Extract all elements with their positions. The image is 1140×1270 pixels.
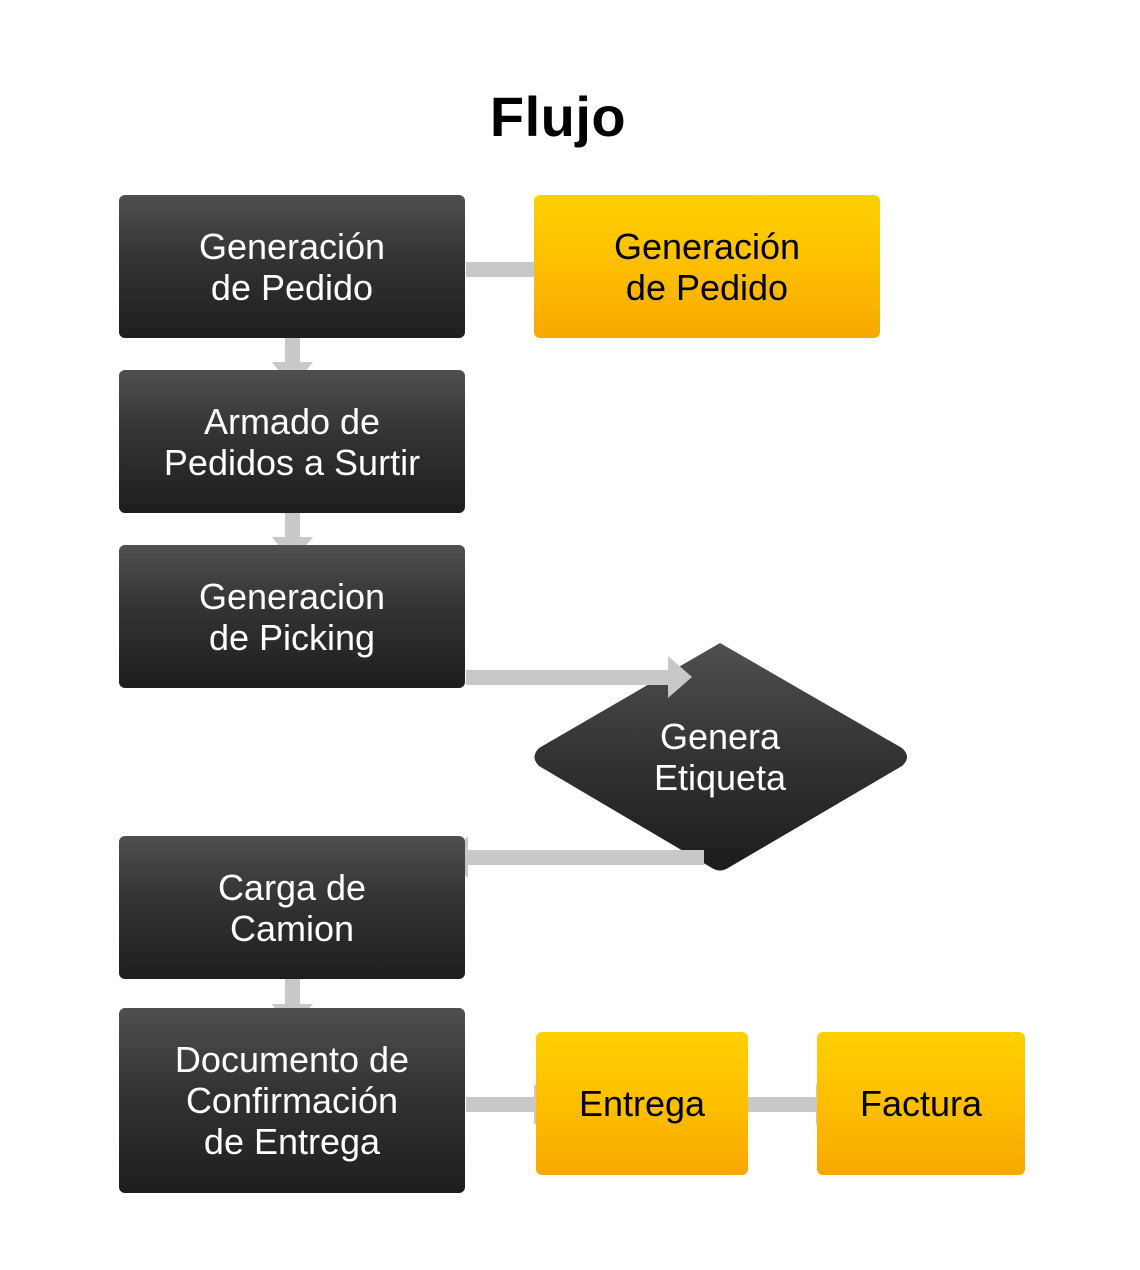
arrow-to-carga bbox=[446, 836, 704, 878]
node-carga-camion: Carga de Camion bbox=[119, 836, 465, 979]
diagram-title: Flujo bbox=[489, 85, 627, 148]
node-generacion-pedido: Generación de Pedido bbox=[119, 195, 465, 338]
node-generacion-picking: Generacion de Picking bbox=[119, 545, 465, 688]
node-generacion-pedido-highlight: Generación de Pedido bbox=[534, 195, 880, 338]
node-genera-etiqueta-label: Genera Etiqueta bbox=[653, 716, 787, 798]
node-generacion-pedido-label: Generación de Pedido bbox=[198, 225, 386, 308]
node-documento-confirmacion-label: Documento de Confirmación de Entrega bbox=[174, 1039, 410, 1162]
node-entrega-label: Entrega bbox=[578, 1083, 706, 1124]
node-documento-confirmacion: Documento de Confirmación de Entrega bbox=[119, 1008, 465, 1193]
node-factura: Factura bbox=[817, 1032, 1025, 1175]
arrow-to-etiqueta bbox=[466, 656, 692, 698]
node-entrega: Entrega bbox=[536, 1032, 748, 1175]
node-factura-label: Factura bbox=[859, 1083, 983, 1124]
node-generacion-pedido-highlight-label: Generación de Pedido bbox=[613, 225, 801, 308]
decision-diamond bbox=[534, 643, 907, 871]
node-carga-camion-label: Carga de Camion bbox=[217, 866, 367, 949]
node-armado-pedidos: Armado de Pedidos a Surtir bbox=[119, 370, 465, 513]
node-armado-pedidos-label: Armado de Pedidos a Surtir bbox=[163, 400, 421, 483]
node-generacion-picking-label: Generacion de Picking bbox=[198, 575, 386, 658]
